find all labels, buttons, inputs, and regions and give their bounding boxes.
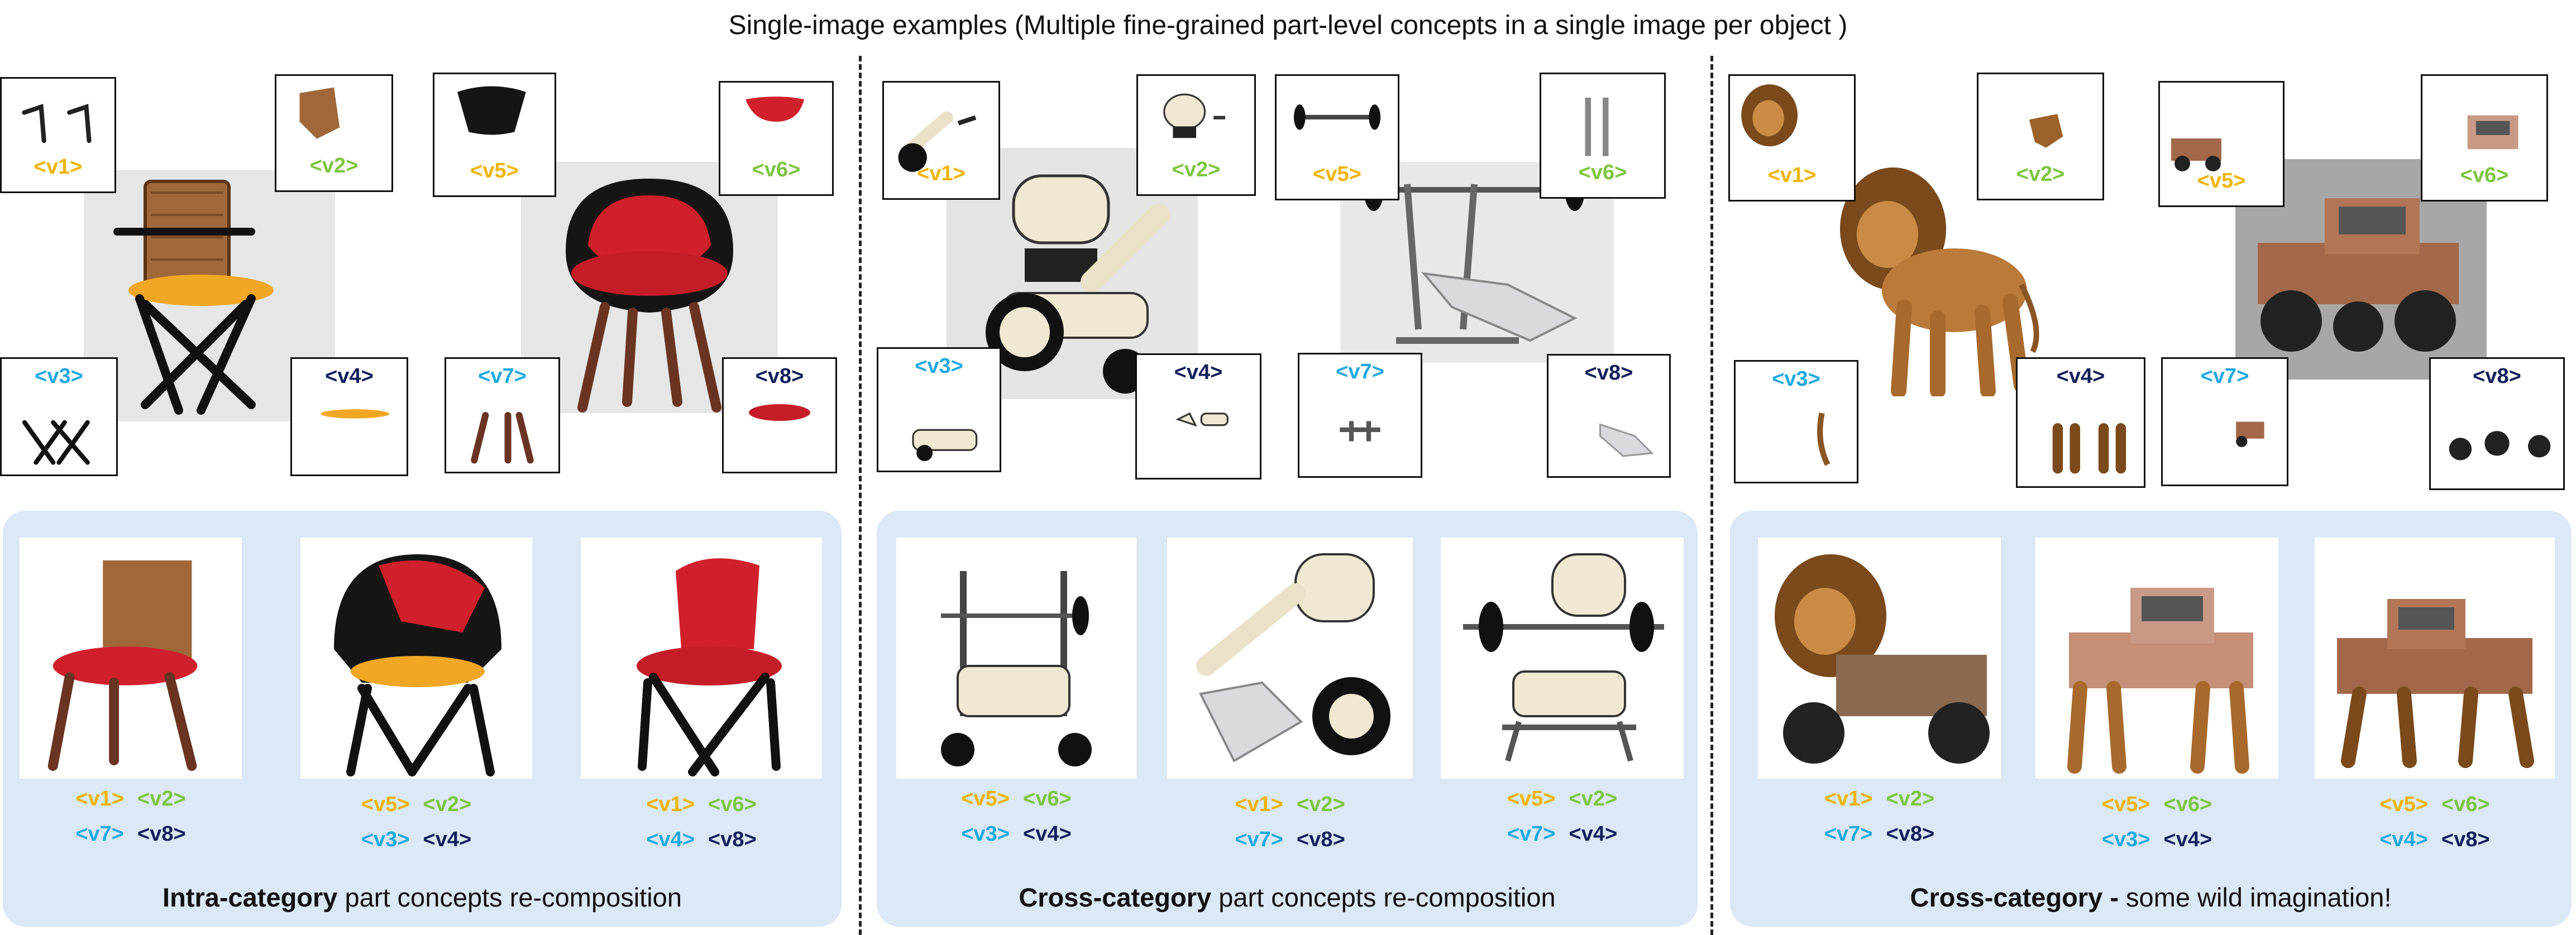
generated-image	[581, 538, 822, 779]
part-box-v4: <v4>	[2016, 357, 2145, 488]
result-label: <v2>	[423, 793, 472, 816]
part-box-v7: <v7>	[2161, 357, 2288, 486]
generated-image	[20, 538, 242, 779]
section-divider	[1710, 56, 1713, 935]
result-label: <v5>	[1507, 787, 1556, 811]
lion-image	[1826, 162, 2044, 396]
part-box-v3: <v3>	[0, 357, 118, 476]
panel-caption: Cross-category part concepts re-composit…	[1019, 883, 1556, 912]
result-label: <v2>	[1569, 787, 1618, 811]
generated-image	[1441, 538, 1684, 779]
result-label: <v5>	[961, 787, 1010, 811]
part-box-v2: <v2>	[275, 74, 393, 192]
chair-image-1	[84, 170, 335, 421]
panel-caption: Intra-category part concepts re-composit…	[163, 883, 682, 912]
part-box-v2: <v2>	[1977, 73, 2104, 200]
result-label: <v2>	[137, 787, 186, 811]
results-panel-cross-category: <v5> <v6> <v3> <v4> <v1> <v2> <v7> <v8> <v5>…	[877, 511, 1698, 927]
result-label: <v5>	[2101, 793, 2150, 816]
result-label: <v1>	[646, 793, 695, 816]
result-label: <v7>	[1507, 822, 1556, 846]
result-label: <v1>	[1235, 793, 1283, 816]
part-box-v1: <v1>	[0, 77, 116, 193]
result-label: <v7>	[1235, 828, 1283, 851]
result-label: <v6>	[2163, 793, 2212, 816]
results-panel-intra-category: <v1> <v2> <v7> <v8> <v5> <v2> <v3> <v4> <v1>…	[3, 511, 842, 927]
part-box-v5: <v5>	[433, 73, 556, 197]
generated-image	[300, 538, 532, 779]
result-label: <v4>	[646, 828, 695, 851]
result-label: <v2>	[1297, 793, 1345, 816]
part-box-v7: <v7>	[445, 357, 560, 473]
results-panel-wild-imagination: <v1> <v2> <v7> <v8> <v5> <v6> <v3> <v4> <v5>…	[1730, 511, 2572, 927]
result-label: <v3>	[961, 822, 1010, 846]
part-box-v8: <v8>	[1547, 354, 1671, 478]
result-label: <v8>	[1297, 828, 1345, 851]
result-label: <v5>	[2379, 793, 2428, 816]
result-label: <v8>	[137, 822, 186, 846]
result-label: <v4>	[1023, 822, 1072, 846]
part-box-v4: <v4>	[290, 357, 408, 476]
result-label: <v6>	[2441, 793, 2490, 816]
result-label: <v5>	[361, 793, 410, 816]
result-label: <v1>	[1824, 787, 1873, 811]
result-label: <v4>	[2163, 828, 2212, 851]
generated-image	[2315, 538, 2555, 779]
part-box-v5: <v5>	[1275, 74, 1399, 200]
generated-image	[896, 538, 1136, 779]
result-label: <v8>	[1886, 822, 1935, 846]
figure-title: Single-image examples (Multiple fine-gra…	[728, 11, 1848, 40]
part-box-v3: <v3>	[877, 347, 1001, 472]
generated-image	[1167, 538, 1413, 779]
result-label: <v1>	[75, 787, 124, 811]
generated-image	[2035, 538, 2278, 779]
result-label: <v8>	[2441, 828, 2490, 851]
result-label: <v7>	[75, 822, 124, 846]
result-label: <v3>	[2101, 828, 2150, 851]
part-box-v8: <v8>	[722, 357, 837, 473]
part-box-v6: <v6>	[1540, 73, 1666, 199]
chair-image-2	[521, 162, 778, 413]
part-box-v7: <v7>	[1298, 353, 1422, 478]
part-box-v8: <v8>	[2429, 357, 2565, 490]
part-box-v1: <v1>	[882, 81, 1000, 200]
result-label: <v7>	[1824, 822, 1873, 846]
part-box-v3: <v3>	[1734, 360, 1858, 483]
part-box-v1: <v1>	[1728, 74, 1856, 202]
result-label: <v6>	[708, 793, 757, 816]
generated-image	[1758, 538, 2001, 779]
part-box-v6: <v6>	[719, 81, 834, 196]
result-label: <v8>	[708, 828, 757, 851]
result-label: <v6>	[1023, 787, 1072, 811]
part-box-v2: <v2>	[1136, 74, 1256, 196]
result-label: <v4>	[2379, 828, 2428, 851]
part-box-v5: <v5>	[2158, 81, 2285, 207]
part-box-v4: <v4>	[1135, 353, 1261, 480]
section-divider	[859, 56, 862, 935]
result-label: <v3>	[361, 828, 410, 851]
panel-caption: Cross-category - some wild imagination!	[1910, 883, 2392, 912]
result-label: <v4>	[1569, 822, 1618, 846]
result-label: <v2>	[1886, 787, 1935, 811]
result-label: <v4>	[423, 828, 472, 851]
part-box-v6: <v6>	[2421, 74, 2548, 202]
